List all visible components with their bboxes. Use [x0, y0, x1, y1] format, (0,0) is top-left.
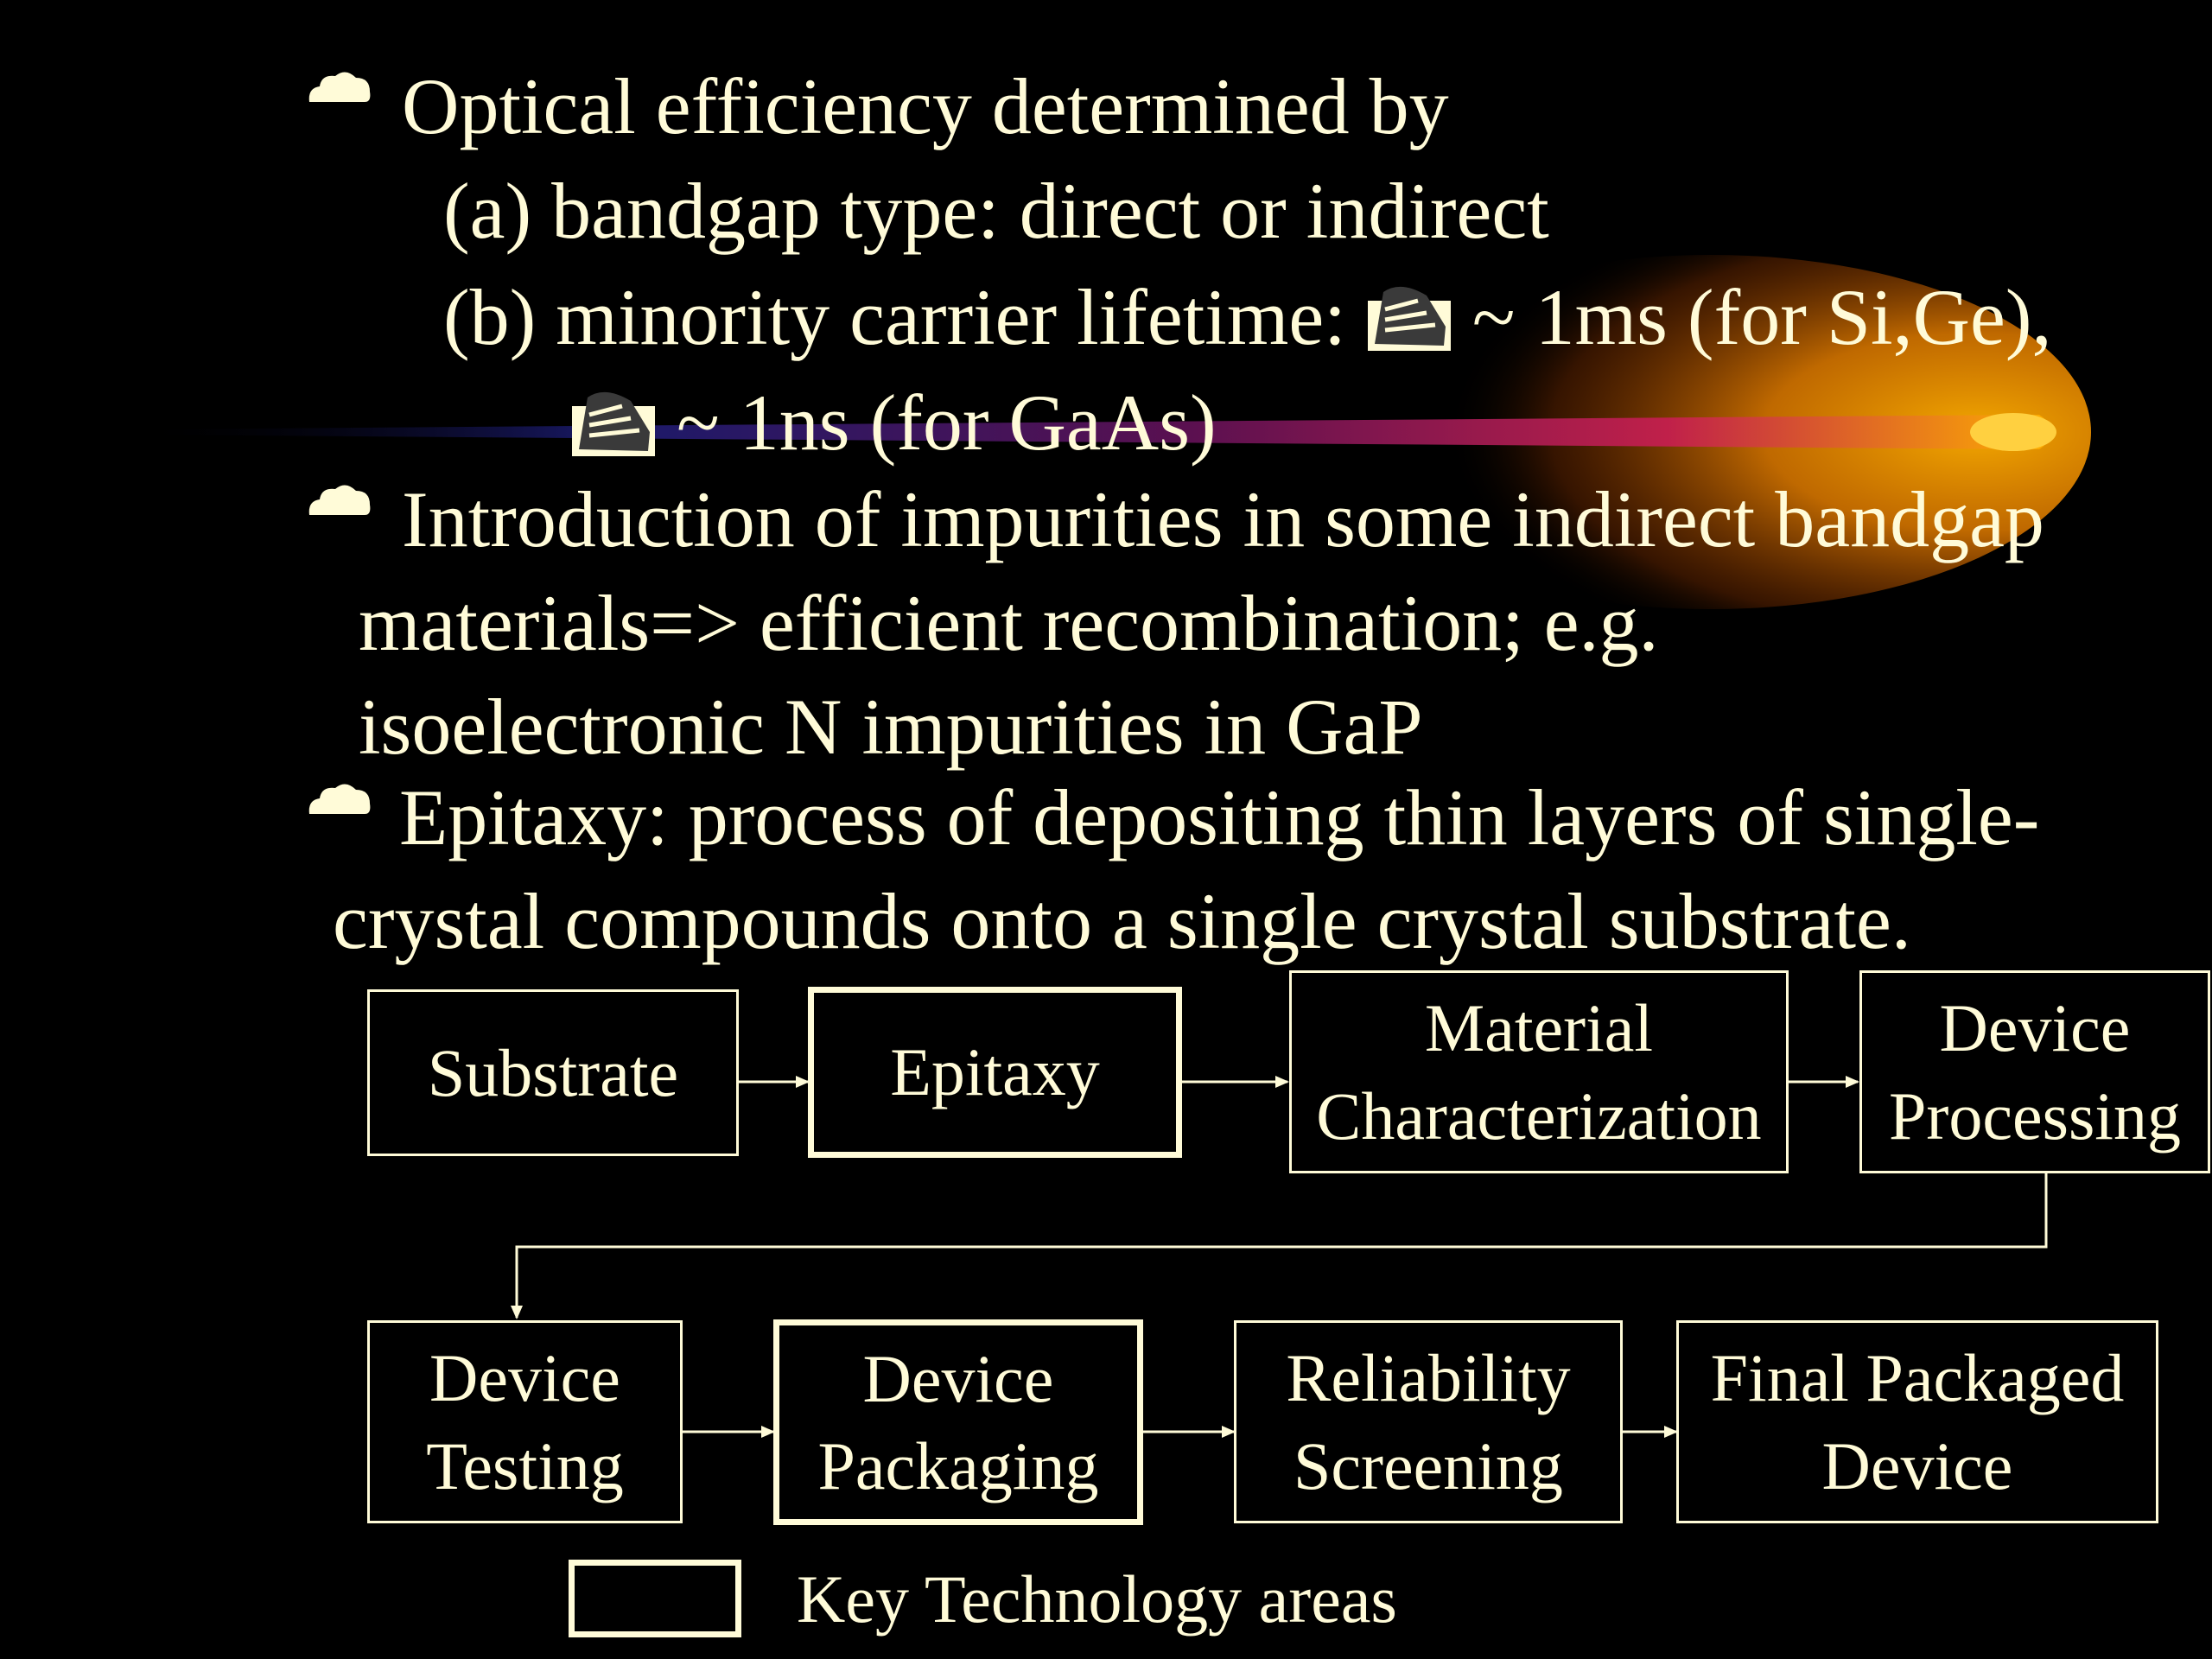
flow-box-device-processing: Device Processing: [1859, 970, 2210, 1173]
flow-box-label: Final Packaged Device: [1710, 1340, 2125, 1503]
bullet-1-item-b-cont: ~ 1ns (for GaAs): [570, 380, 1217, 462]
flow-box-substrate: Substrate: [367, 989, 739, 1156]
flow-box-epitaxy: Epitaxy: [808, 987, 1182, 1158]
flow-box-final-packaged-device: Final Packaged Device: [1676, 1320, 2158, 1523]
legend-key-swatch: [569, 1560, 741, 1637]
tau-symbol-icon: [1367, 286, 1451, 351]
cloud-bullet-icon: [308, 485, 371, 515]
flow-box-label: Substrate: [427, 1034, 679, 1110]
flow-box-label: Device Testing: [426, 1340, 624, 1503]
bullet-1-item-a: (a) bandgap type: direct or indirect: [443, 167, 1549, 255]
arrow-processing-testing: [511, 1173, 2048, 1319]
flow-box-label: Material Characterization: [1316, 990, 1762, 1154]
flow-box-device-packaging: Device Packaging: [773, 1319, 1143, 1525]
tau-symbol-icon: [572, 391, 655, 456]
cloud-bullet-icon: [308, 72, 371, 102]
comet-tail: [130, 415, 2052, 449]
legend-label: Key Technology areas: [797, 1561, 1397, 1637]
bullet-3-line-1: Epitaxy: process of depositing thin laye…: [399, 773, 2040, 861]
flow-box-device-testing: Device Testing: [367, 1320, 683, 1523]
bullet-1-heading: Optical efficiency determined by: [402, 62, 1449, 150]
bullet-2-line-1: Introduction of impurities in some indir…: [402, 475, 2044, 563]
cloud-bullet-icon: [308, 784, 371, 814]
flow-box-label: Epitaxy: [890, 1034, 1100, 1110]
bullet-2-line-2: materials=> efficient recombination; e.g…: [359, 579, 1659, 667]
bullet-3-line-2: crystal compounds onto a single crystal …: [333, 877, 1911, 965]
flow-box-label: Reliability Screening: [1286, 1340, 1571, 1503]
flow-box-material-characterization: Material Characterization: [1289, 970, 1789, 1173]
bullet-1-item-b-label: (b) minority carrier lifetime:: [443, 273, 1346, 361]
flow-box-reliability-screening: Reliability Screening: [1234, 1320, 1623, 1523]
bullet-1-item-b-value-2: ~ 1ns (for GaAs): [677, 378, 1217, 467]
bullet-1-item-b-value: ~ 1ms (for Si,Ge),: [1471, 273, 2052, 361]
bullet-1-item-b: (b) minority carrier lifetime: ~ 1ms (fo…: [443, 275, 2051, 357]
flow-box-label: Device Processing: [1889, 990, 2181, 1154]
flow-box-label: Device Packaging: [817, 1340, 1099, 1503]
comet-head: [1970, 413, 2056, 451]
bullet-2-line-3: isoelectronic N impurities in GaP: [359, 683, 1423, 771]
